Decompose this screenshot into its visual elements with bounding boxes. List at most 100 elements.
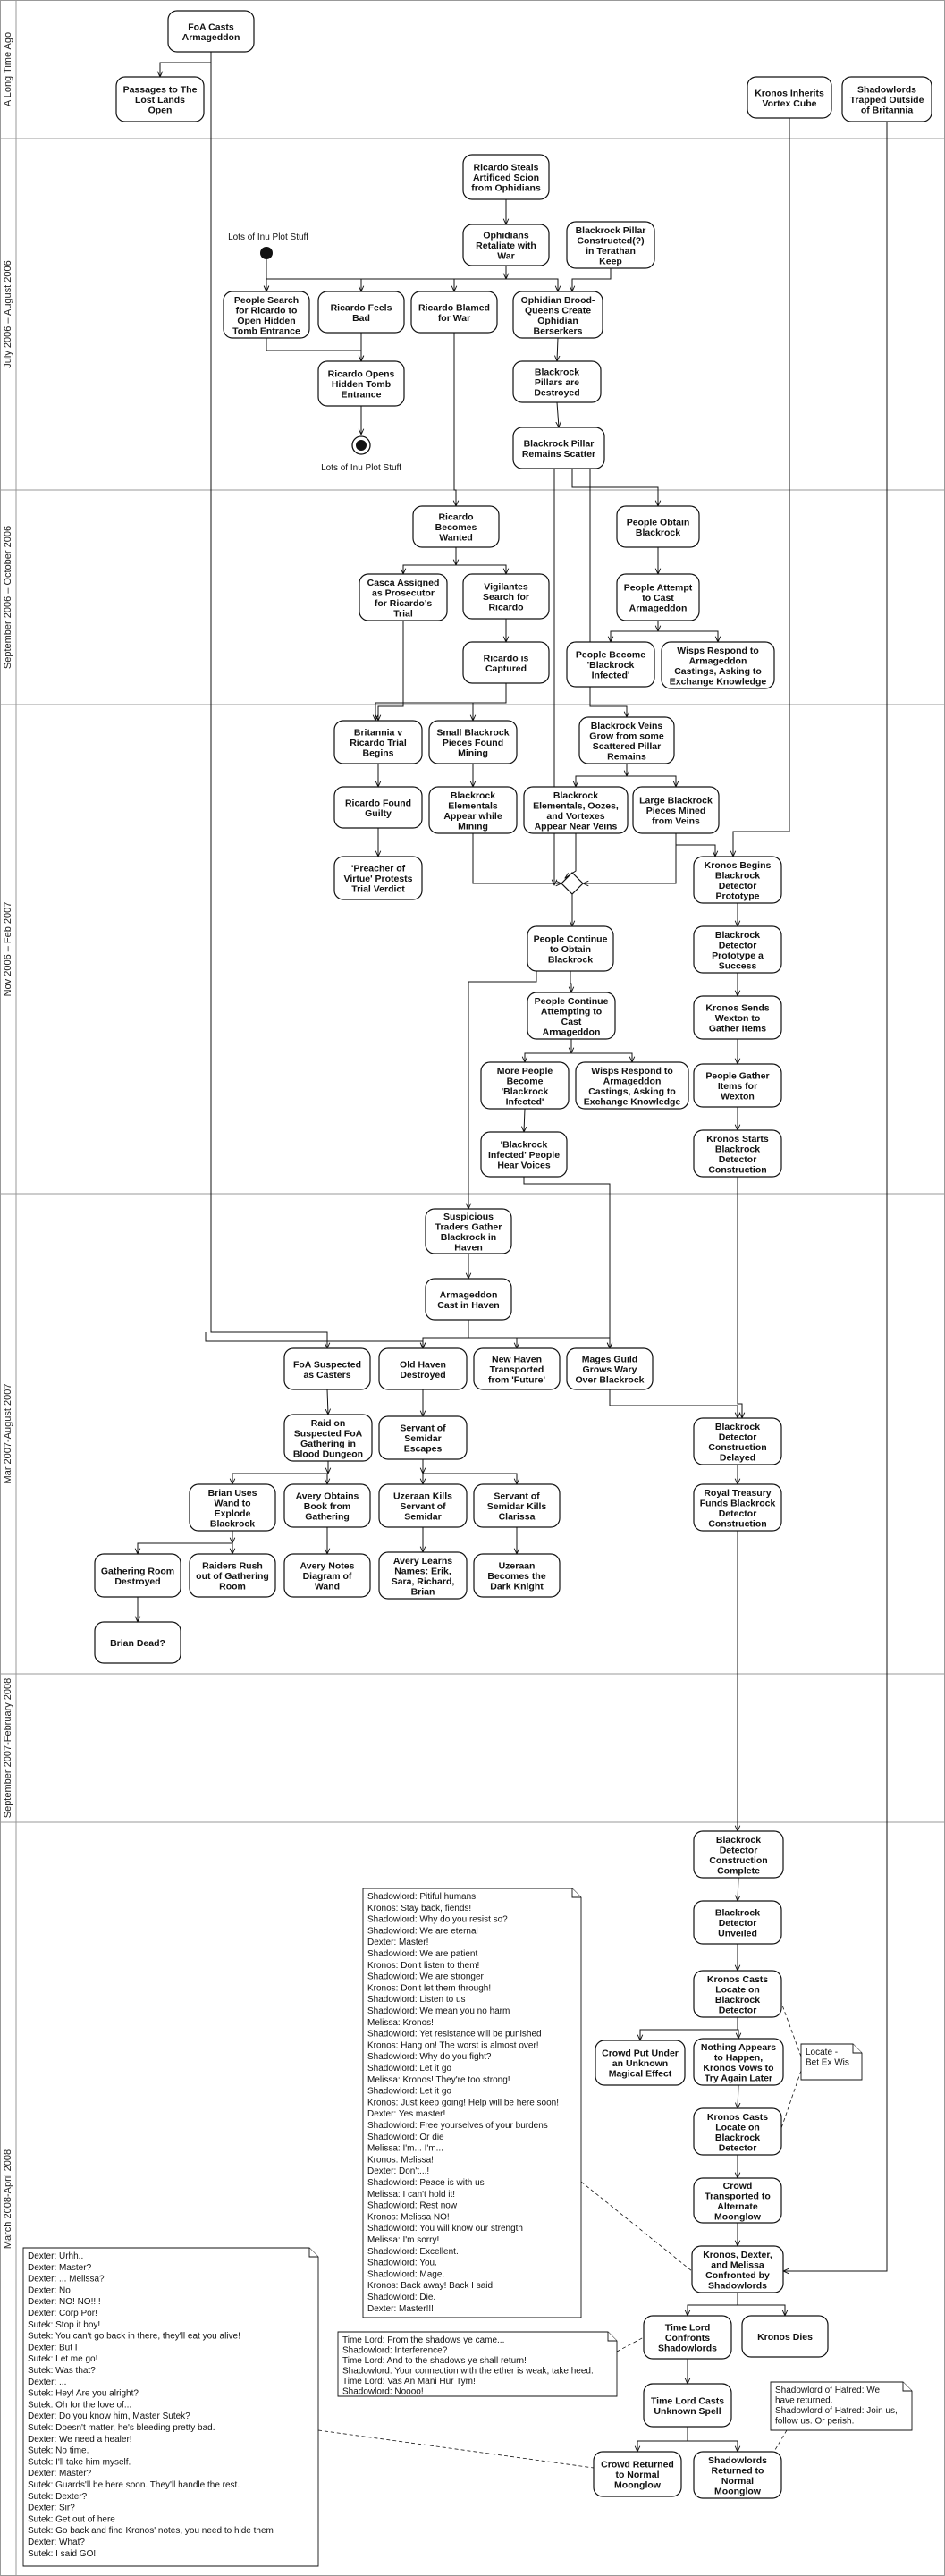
flow-arrow xyxy=(688,2293,738,2316)
lane-label-ago: A Long Time Ago xyxy=(3,32,13,106)
note-line: Sutek: You can't go back in there, they'… xyxy=(28,2332,240,2342)
note-line: Sutek: Hey! Are you alright? xyxy=(28,2389,139,2399)
note-line: Kronos: Just keep going! Help will be he… xyxy=(367,2098,559,2107)
note-line: Shadowlord: Your connection with the eth… xyxy=(342,2367,594,2377)
lane-label-nov06: Nov 2006 – Feb 2007 xyxy=(3,902,13,997)
activity-box xyxy=(425,1208,512,1254)
activity-box xyxy=(523,786,629,834)
activity-box xyxy=(333,786,423,829)
note-line: Shadowlord: You. xyxy=(367,2259,437,2268)
activity-box xyxy=(595,2040,686,2086)
flow-arrow xyxy=(378,621,404,721)
note-line: Shadowlord: Peace is with us xyxy=(367,2178,485,2188)
flow-arrow xyxy=(565,833,577,878)
note-connector xyxy=(317,2429,595,2469)
flow-arrow xyxy=(160,52,212,77)
note-line: Dexter: NO! NO!!!! xyxy=(28,2297,101,2307)
activity-box xyxy=(317,360,405,407)
flow-arrow xyxy=(737,1177,742,1418)
flow-arrow xyxy=(473,683,507,721)
activity-box xyxy=(317,291,405,334)
end-label: Lots of Inu Plot Stuff xyxy=(321,463,401,473)
flow-arrow xyxy=(525,1052,571,1062)
note-connector xyxy=(764,2429,788,2469)
note-line: Time Lord: From the shadows ye came... xyxy=(342,2335,504,2345)
activity-box xyxy=(480,1131,568,1178)
flow-arrow xyxy=(733,118,790,857)
activity-box xyxy=(693,925,782,974)
note-line: Kronos: Don't listen to them! xyxy=(367,1961,479,1971)
note-line: Shadowlord: Why do you resist so? xyxy=(367,1915,508,1925)
note-line: Shadowlord: Free yourselves of your burd… xyxy=(367,2121,548,2131)
activity-n70: Kronos Dies xyxy=(741,2315,829,2358)
note-line: Sutek: Go back and find Kronos' notes, y… xyxy=(28,2526,274,2536)
note-line: Dexter: No xyxy=(28,2285,71,2295)
activity-box xyxy=(841,76,932,122)
activity-box xyxy=(578,716,675,764)
flow-arrow xyxy=(583,833,677,883)
note-line: Shadowlord: We are patient xyxy=(367,1949,477,1959)
activity-box xyxy=(333,856,423,900)
note-line: Sutek: Stop it boy! xyxy=(28,2320,100,2330)
note-line: Shadowlord: Or die xyxy=(367,2133,444,2142)
activity-box xyxy=(410,291,498,334)
note-line: Kronos: Melissa NO! xyxy=(367,2212,450,2222)
note-line: Sutek: Get out of here xyxy=(28,2514,115,2524)
flow-arrow xyxy=(571,1052,632,1062)
activity-box xyxy=(566,641,655,688)
flow-arrow xyxy=(572,268,612,291)
note-line: Shadowlord: Die. xyxy=(367,2293,435,2302)
activity-box xyxy=(283,1553,371,1598)
activity-box xyxy=(283,1414,373,1462)
flow-arrow xyxy=(557,401,559,427)
end-node-core xyxy=(356,440,367,451)
note-line: Dexter: Do you know him, Master Sutek? xyxy=(28,2411,190,2421)
note-line: Shadowlord: Yet resistance will be punis… xyxy=(367,2030,542,2040)
note-line: Shadowlord of Hatred: We xyxy=(775,2386,881,2395)
flow-arrow xyxy=(637,2427,688,2452)
note-line: Sutek: I'll take him myself. xyxy=(28,2457,131,2467)
activity-box xyxy=(691,2245,784,2293)
activity-box xyxy=(661,641,775,689)
flow-arrow xyxy=(468,971,537,1209)
activity-box xyxy=(512,291,603,339)
activity-box xyxy=(643,2383,732,2428)
